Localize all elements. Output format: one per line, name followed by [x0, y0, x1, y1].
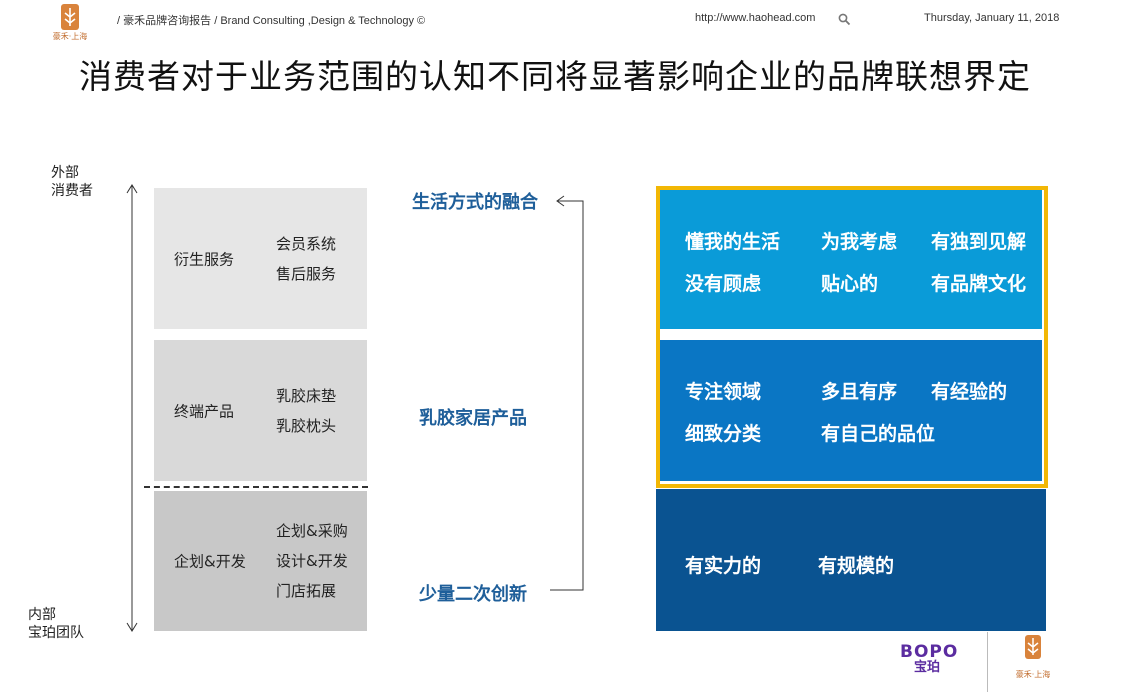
association-text: 多且有序 [821, 381, 898, 403]
haohe-logo-text: 豪禾·上海 [52, 32, 88, 41]
website-url[interactable]: http://www.haohead.com [695, 12, 816, 24]
layer-sub-item: 会员系统 [276, 234, 337, 253]
axis-bottom-label-line1: 内部 [28, 607, 56, 623]
axis-top-label-line1: 外部 [51, 165, 79, 181]
footer-divider [987, 632, 988, 692]
layer-sub-item: 设计&开发 [276, 552, 348, 570]
axis-bottom-label: 内部 宝珀团队 [28, 606, 84, 642]
association-box-top [660, 190, 1042, 329]
haohe-logo-footer-text: 豪禾·上海 [1015, 670, 1051, 679]
association-text: 为我考虑 [821, 231, 898, 253]
label-innovation: 少量二次创新 [419, 584, 527, 605]
association-text: 细致分类 [685, 423, 762, 445]
layer-sub-item: 乳胶枕头 [276, 416, 337, 435]
association-text: 有独到见解 [931, 231, 1027, 253]
layer-box-services: 衍生服务 会员系统 售后服务 [154, 188, 367, 329]
layer-sub-item: 门店拓展 [276, 582, 337, 600]
bopo-logo-text: BOPO [900, 642, 959, 662]
association-text: 没有顾虑 [685, 273, 762, 295]
haohe-logo-footer: 豪禾·上海 [1013, 635, 1053, 693]
axis-bottom-label-line2: 宝珀团队 [28, 625, 84, 641]
association-text: 专注领域 [685, 381, 762, 403]
association-text: 有自己的品位 [821, 423, 936, 445]
layer-sub-item: 企划&采购 [276, 522, 348, 540]
page-title: 消费者对于业务范围的认知不同将显著影响企业的品牌联想界定 [79, 57, 1031, 96]
vertical-double-arrow [126, 184, 138, 632]
return-arrow [550, 195, 584, 591]
layer-main-label: 企划&开发 [174, 552, 246, 571]
layer-sub-list: 会员系统 售后服务 [276, 229, 336, 289]
highlight-frame [656, 186, 1048, 488]
axis-top-label-line2: 消费者 [51, 183, 93, 199]
label-lifestyle: 生活方式的融合 [412, 192, 538, 213]
breadcrumb-separator: / [117, 15, 121, 27]
search-icon[interactable] [838, 11, 851, 30]
layer-sub-list: 企划&采购 设计&开发 门店拓展 [276, 516, 348, 606]
association-text: 贴心的 [821, 273, 879, 295]
report-name: 豪禾品牌咨询报告 [123, 15, 212, 27]
bopo-logo: BOPO 宝珀 [900, 644, 958, 675]
association-text: 有经验的 [931, 381, 1008, 403]
haohe-logo: 豪禾·上海 [52, 4, 88, 42]
layer-sub-list: 乳胶床垫 乳胶枕头 [276, 381, 336, 441]
date-text: Thursday, January 11, 2018 [924, 12, 1060, 24]
association-text: 懂我的生活 [685, 231, 781, 253]
bopo-logo-cn: 宝珀 [914, 660, 941, 675]
association-box-middle [660, 340, 1042, 481]
tagline: Brand Consulting ,Design & Technology © [220, 15, 426, 27]
layer-sub-item: 售后服务 [276, 264, 337, 283]
layer-main-label: 终端产品 [174, 402, 235, 420]
association-box-bottom [656, 489, 1046, 631]
layer-box-products: 终端产品 乳胶床垫 乳胶枕头 [154, 340, 367, 481]
association-text: 有实力的 [685, 555, 762, 577]
layer-sub-item: 乳胶床垫 [276, 386, 337, 405]
axis-top-label: 外部 消费者 [51, 164, 93, 200]
breadcrumb: / 豪禾品牌咨询报告 / Brand Consulting ,Design & … [117, 12, 425, 28]
association-text: 有规模的 [818, 555, 895, 577]
layer-box-planning: 企划&开发 企划&采购 设计&开发 门店拓展 [154, 491, 367, 631]
layer-main-label: 衍生服务 [174, 250, 235, 268]
dashed-divider [144, 486, 368, 488]
association-text: 有品牌文化 [931, 273, 1027, 295]
breadcrumb-separator: / [214, 15, 218, 27]
label-latex-products: 乳胶家居产品 [419, 408, 527, 429]
